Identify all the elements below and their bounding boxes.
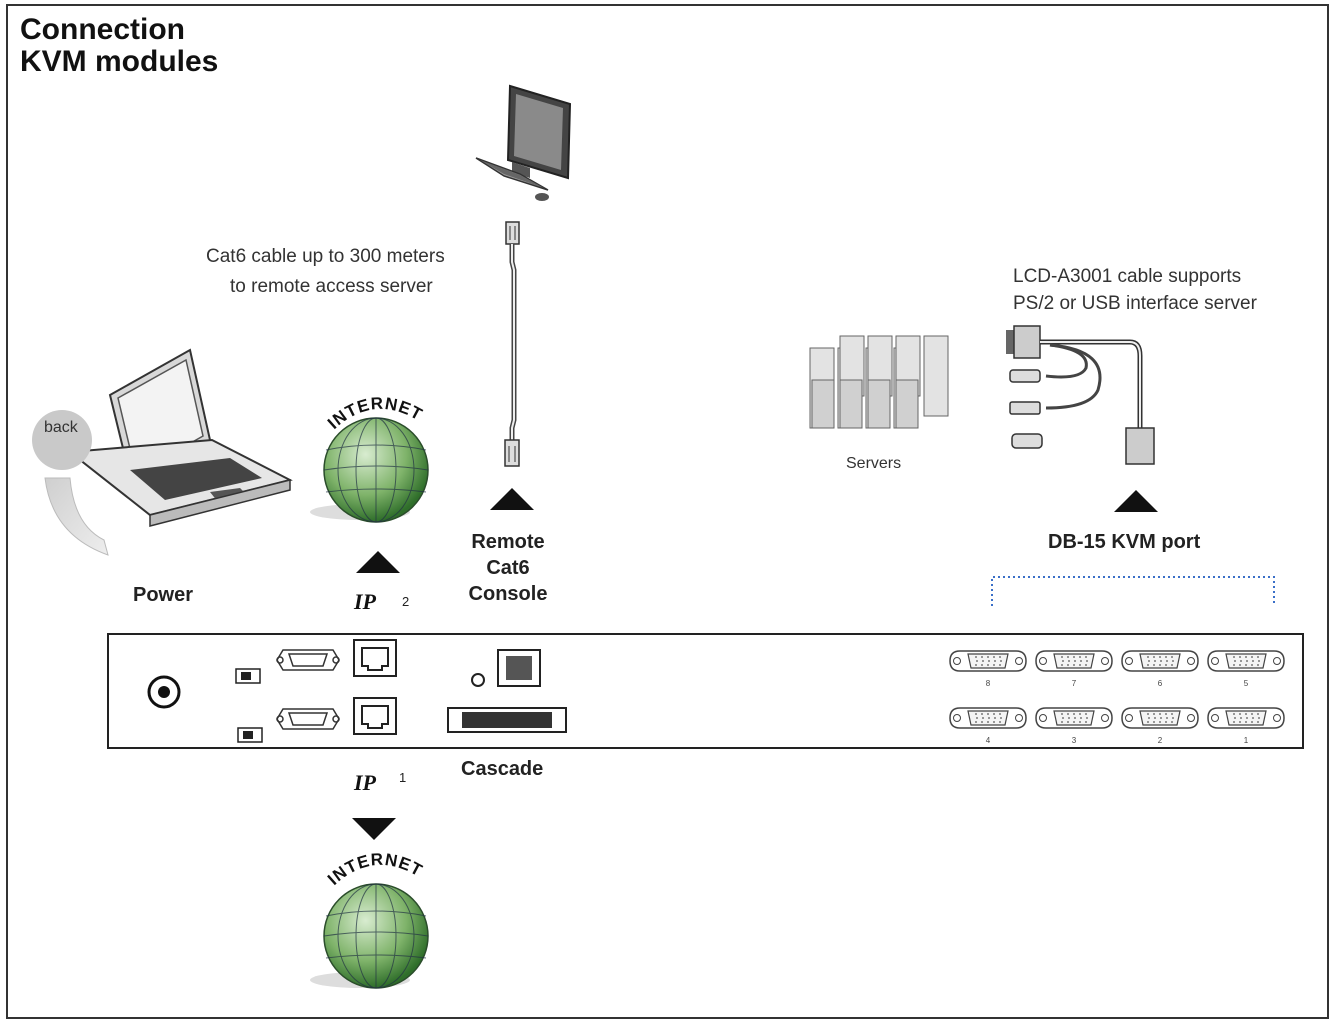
cascade-label: Cascade [461, 758, 544, 780]
port-bracket [991, 576, 1275, 606]
serial-port [276, 649, 340, 671]
arrow-up-icon [490, 488, 534, 510]
remote-label-line3: Console [468, 583, 548, 605]
servers-icon [809, 335, 949, 429]
ip-index-top: 2 [402, 594, 410, 609]
led-indicator [471, 673, 485, 687]
cat6-cable-label-line1: Cat6 cable up to 300 meters [206, 246, 445, 267]
arrow-up-icon [1114, 490, 1158, 512]
rack-console-icon [67, 348, 293, 527]
arrow-down-icon [352, 818, 396, 840]
lcd-cable-label-line2: PS/2 or USB interface server [1013, 293, 1257, 314]
ip-label-top: IP [354, 589, 376, 614]
kvm-port: 2 [1121, 707, 1199, 745]
network-port [353, 697, 397, 735]
arrow-up-icon [356, 551, 400, 573]
kvm-port: 3 [1035, 707, 1113, 745]
power-connector [147, 675, 181, 709]
kvm-cable-icon [1006, 325, 1155, 465]
network-port [353, 639, 397, 677]
ip-label-bottom: IP [354, 770, 376, 795]
cascade-connector [447, 707, 567, 733]
kvm-port-number: 7 [1072, 679, 1077, 688]
rear-panel [107, 633, 1304, 749]
kvm-port-number: 3 [1072, 736, 1077, 745]
diagram-title-line1: Connection [20, 13, 185, 46]
db15-label: DB-15 KVM port [1048, 531, 1201, 553]
kvm-port: 7 [1035, 650, 1113, 688]
lcd-cable-label-line1: LCD-A3001 cable supports [1013, 266, 1242, 287]
remote-label-line1: Remote [471, 531, 545, 553]
kvm-port: 1 [1207, 707, 1285, 745]
kvm-port-number: 8 [986, 679, 991, 688]
diagram-frame [6, 4, 1329, 1019]
kvm-port: 4 [949, 707, 1027, 745]
diagram-title-line2: KVM modules [20, 45, 219, 78]
curved-arrow-icon [44, 477, 109, 556]
globe-icon [310, 417, 429, 523]
servers-label: Servers [846, 455, 902, 472]
kvm-port-number: 2 [1158, 736, 1163, 745]
cat6-cable-label-line2: to remote access server [230, 276, 433, 297]
kvm-port-number: 5 [1244, 679, 1249, 688]
remote-console-port [497, 649, 541, 687]
kvm-port-number: 6 [1158, 679, 1163, 688]
power-label: Power [133, 584, 194, 606]
back-label: back [44, 419, 78, 436]
cat6-cable-icon [504, 221, 520, 467]
desktop-computer-icon [475, 84, 572, 201]
kvm-port: 8 [949, 650, 1027, 688]
ip-index-bottom: 1 [399, 770, 407, 785]
remote-label-line2: Cat6 [486, 557, 530, 579]
kvm-port-number: 4 [986, 736, 991, 745]
serial-port [276, 708, 340, 730]
globe-icon [310, 883, 429, 989]
kvm-port: 5 [1207, 650, 1285, 688]
kvm-port: 6 [1121, 650, 1199, 688]
kvm-port-number: 1 [1244, 736, 1249, 745]
back-circle [32, 410, 92, 470]
